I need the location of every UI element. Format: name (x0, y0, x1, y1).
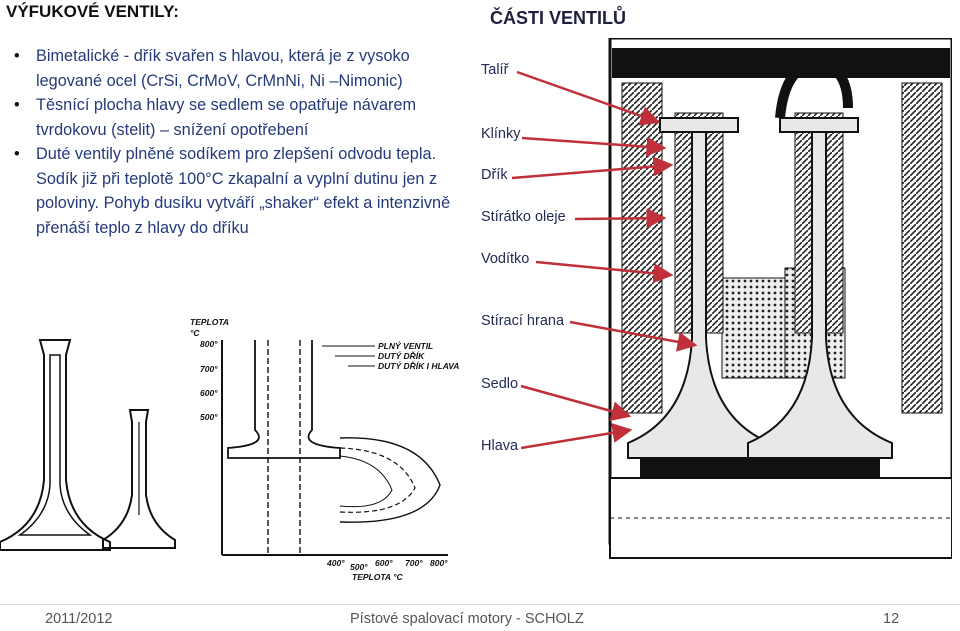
y-tick: 600° (200, 388, 218, 398)
x-tick: 400° (326, 558, 345, 568)
arrow-guide (535, 260, 674, 284)
arrow-stem (511, 156, 674, 180)
solid-valve-outline (102, 409, 176, 549)
x-tick: 800° (430, 558, 448, 568)
y-axis-unit: °C (190, 328, 200, 338)
parts-title: ČÁSTI VENTILŮ (490, 8, 627, 28)
x-axis-title: TEPLOTA °C (352, 572, 403, 582)
slide-title: VÝFUKOVÉ VENTILY: (6, 2, 179, 21)
legend-item: PLNÝ VENTIL (378, 341, 433, 351)
part-label-oil-seal: Stírátko oleje (481, 209, 566, 225)
x-tick: 500° (350, 562, 368, 572)
cylinder-head-section (608, 38, 952, 578)
bullet-item: Duté ventily plněné sodíkem pro zlepšení… (14, 142, 462, 240)
hollow-valve-outline (0, 339, 111, 551)
part-label-head: Hlava (481, 438, 519, 454)
valve-temperature-drawing: TEPLOTA °C 800° 700° 600° 500° PLNÝ VENT… (0, 317, 459, 582)
footer-page-number: 12 (883, 611, 900, 627)
footer-divider (0, 604, 960, 605)
arrow-seat (520, 384, 632, 421)
legend-item: DUTÝ DŘÍK (378, 350, 425, 361)
arrow-wiping-edge (569, 320, 698, 352)
y-tick: 800° (200, 339, 218, 349)
x-tick: 600° (375, 558, 393, 568)
bullet-item: Bimetalické - dřík svařen s hlavou, kter… (14, 44, 462, 93)
part-arrows (511, 70, 698, 450)
footer-course: Pístové spalovací motory - SCHOLZ (350, 611, 584, 627)
x-tick: 700° (405, 558, 423, 568)
part-label-wiping-edge: Stírací hrana (481, 313, 565, 329)
part-label-keys: Klínky (481, 126, 521, 142)
part-label-plate: Talíř (481, 62, 509, 78)
y-tick: 700° (200, 364, 218, 374)
part-label-guide: Vodítko (481, 251, 530, 267)
y-axis-title: TEPLOTA (190, 317, 229, 327)
arrow-keys (521, 136, 667, 157)
y-tick: 500° (200, 412, 218, 422)
bullet-item: Těsnící plocha hlavy se sedlem se opatřu… (14, 93, 462, 142)
legend-item: DUTÝ DŘÍK I HLAVA (378, 360, 459, 371)
footer-year: 2011/2012 (45, 611, 113, 627)
part-label-stem: Dřík (481, 167, 508, 183)
arrow-oil-seal (574, 208, 667, 229)
arrow-head (520, 422, 633, 450)
arrow-plate (516, 70, 661, 126)
part-label-seat: Sedlo (481, 376, 519, 392)
bullet-list: Bimetalické - dřík svařen s hlavou, kter… (14, 44, 462, 240)
